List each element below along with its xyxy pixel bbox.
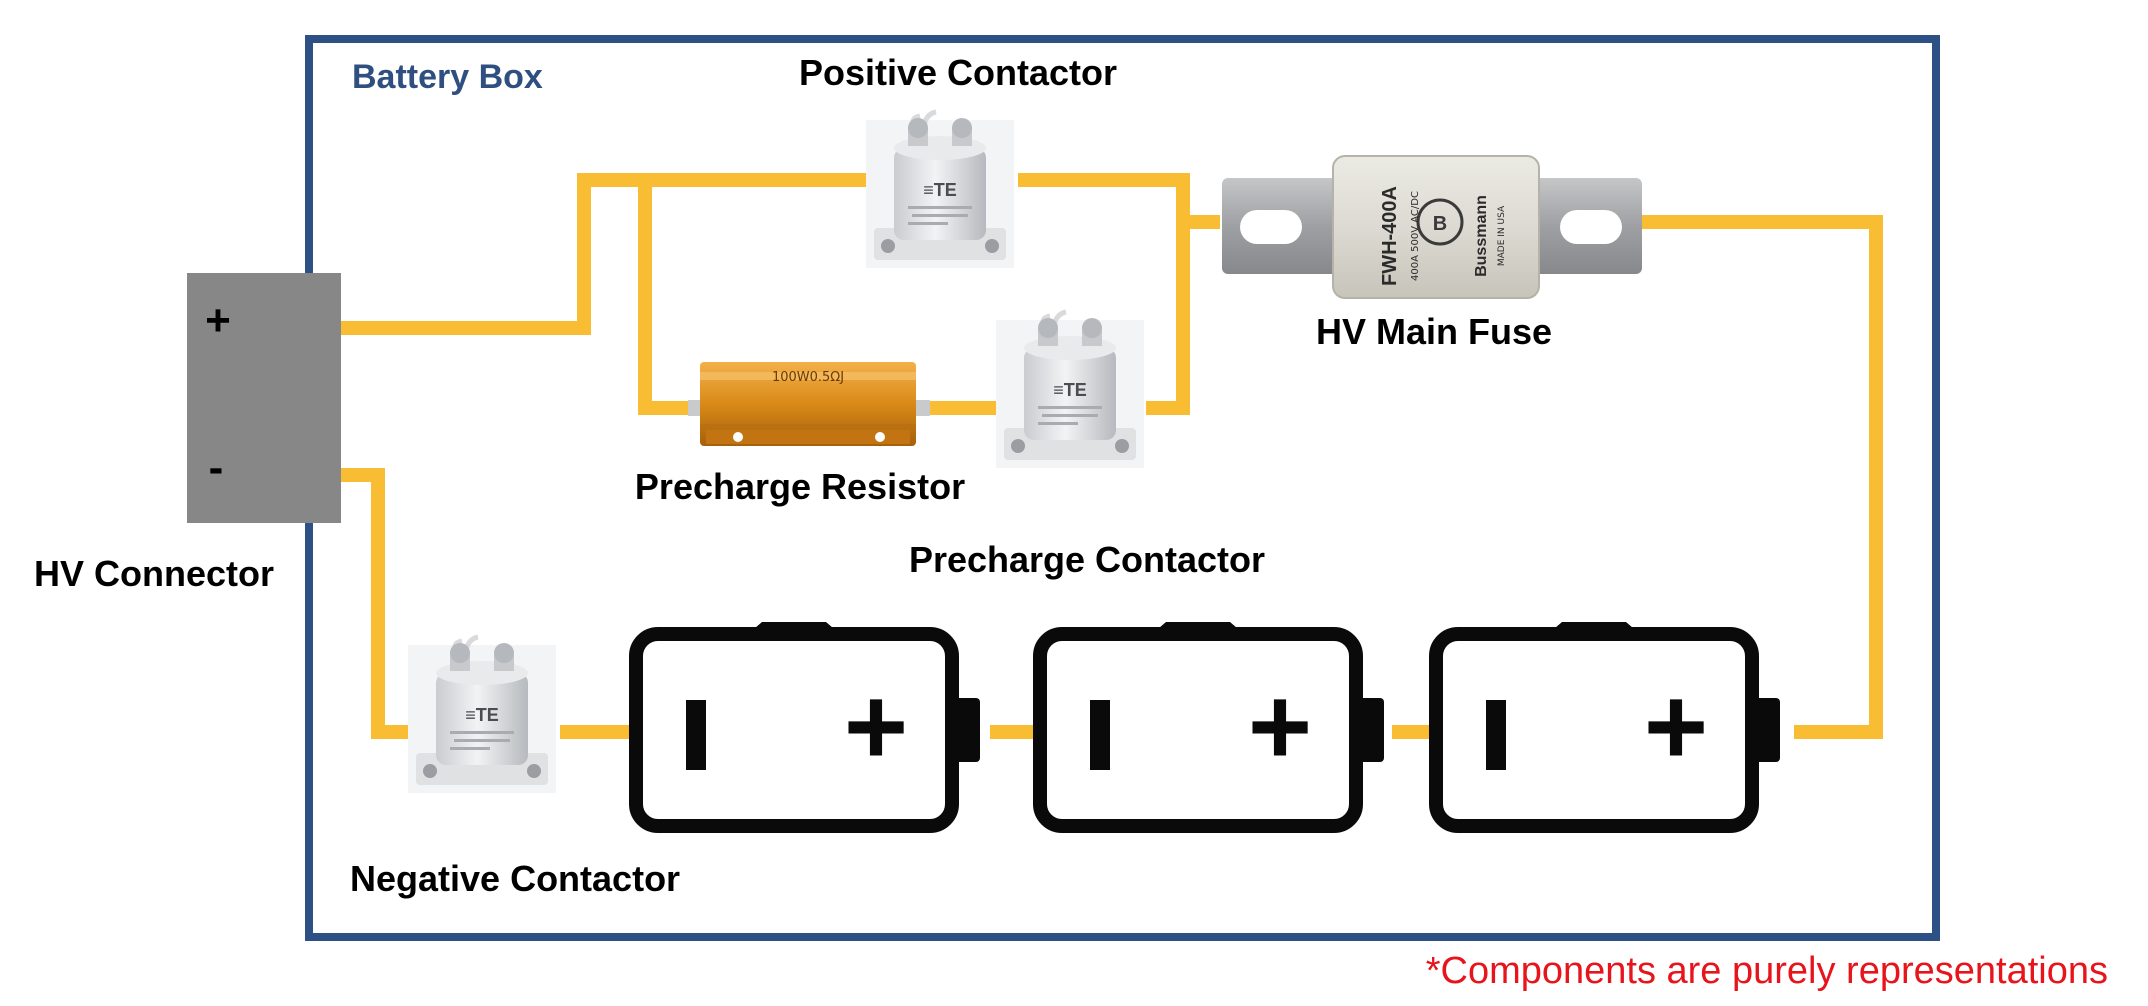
positive-contactor-label: Positive Contactor (799, 52, 1117, 93)
wire-precharge-return (1146, 222, 1190, 415)
fuse-maker: Bussmann (1473, 195, 1490, 277)
wire-positive-to-junction (1018, 173, 1190, 222)
hv-connector-minus: - (209, 443, 224, 492)
battery-3-plus: + (1644, 665, 1708, 788)
hv-connector: + - (187, 273, 341, 523)
precharge-resistor-label: Precharge Resistor (635, 466, 965, 507)
battery-2-plus: + (1248, 665, 1312, 788)
wire-precharge-branch (638, 180, 694, 415)
fuse-rating: 400A 500V AC/DC (1410, 191, 1421, 281)
battery-box-title: Battery Box (352, 58, 543, 96)
precharge-contactor-label: Precharge Contactor (909, 539, 1265, 580)
hv-connector-label: HV Connector (34, 553, 274, 594)
negative-contactor (408, 637, 556, 793)
fuse-logo-icon (1416, 198, 1464, 246)
wire-fuse-to-battery (1640, 215, 1883, 739)
resistor-marking: 100W0.5ΩJ (772, 370, 844, 385)
wire-positive-terminal (340, 173, 866, 335)
footnote: *Components are purely representations (1426, 950, 2108, 992)
hv-connector-body (187, 273, 341, 523)
positive-contactor (866, 112, 1014, 268)
battery-cell-2: + (1040, 622, 1384, 826)
hv-main-fuse: B FWH-400A 400A 500V AC/DC Bussmann MADE… (1222, 155, 1642, 299)
battery-1-plus: + (844, 665, 908, 788)
battery-cell-3: + (1436, 622, 1780, 826)
wiring (340, 173, 1883, 739)
hv-connector-plus: + (205, 296, 231, 345)
wire-negative-terminal (340, 468, 408, 739)
fuse-model: FWH-400A (1379, 186, 1401, 286)
fuse-origin: MADE IN USA (1497, 205, 1507, 266)
hv-main-fuse-label: HV Main Fuse (1316, 311, 1552, 352)
negative-contactor-label: Negative Contactor (350, 858, 680, 899)
battery-cell-1: + (636, 622, 980, 826)
precharge-contactor (996, 312, 1144, 468)
svg-text:B: B (1433, 213, 1447, 235)
precharge-resistor: 100W0.5ΩJ (688, 362, 930, 446)
